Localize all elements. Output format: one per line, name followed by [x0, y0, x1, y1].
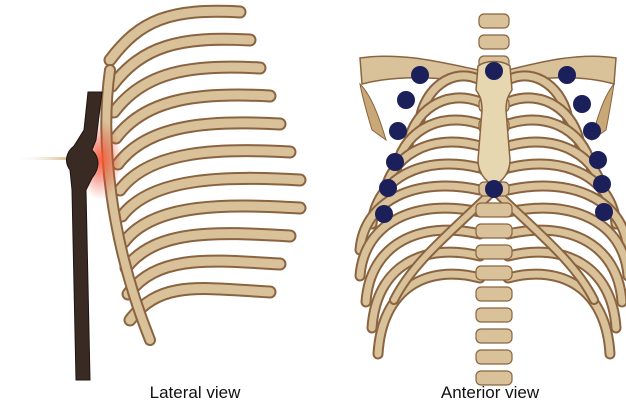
contact-marker — [386, 153, 404, 171]
anterior-rib — [508, 274, 610, 354]
rib-cage-lateral-illustration — [106, 11, 300, 340]
contact-marker — [485, 62, 503, 80]
anterior-view-caption: Anterior view — [390, 383, 590, 403]
contact-marker — [485, 180, 503, 198]
vertebra — [476, 287, 512, 301]
vertebra — [476, 203, 512, 217]
sternum — [476, 62, 512, 187]
lateral-view — [14, 11, 300, 380]
vertebra — [476, 245, 512, 259]
vertebra — [476, 224, 512, 238]
contact-marker — [411, 66, 429, 84]
contact-marker — [375, 205, 393, 223]
contact-marker — [593, 175, 611, 193]
vertebra — [476, 350, 512, 364]
contact-marker — [573, 95, 591, 113]
anterior-rib-highlight — [508, 274, 610, 354]
vertebra — [476, 308, 512, 322]
anterior-view — [360, 14, 626, 385]
vertebra — [479, 35, 509, 49]
anterior-rib — [378, 274, 480, 354]
lateral-view-caption: Lateral view — [100, 383, 290, 403]
vertebra — [476, 329, 512, 343]
contact-marker — [389, 122, 407, 140]
vertebra — [479, 14, 509, 28]
contact-marker — [558, 66, 576, 84]
contact-marker — [397, 91, 415, 109]
contact-marker — [379, 179, 397, 197]
vertebra — [476, 266, 512, 280]
contact-marker — [589, 151, 607, 169]
contact-marker — [595, 203, 613, 221]
external-support-bar — [67, 92, 102, 380]
anterior-rib-highlight — [378, 274, 480, 354]
contact-marker — [583, 122, 601, 140]
